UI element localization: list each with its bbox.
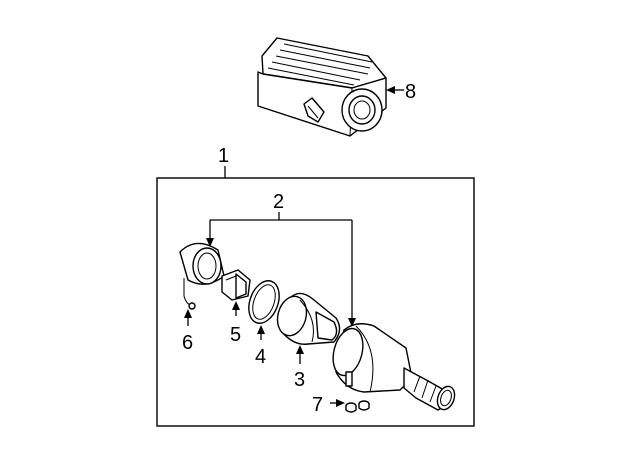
assembly-box [156,177,475,427]
callout-4-label: 4 [255,346,266,368]
callout-8-label: 8 [405,81,416,103]
callout-2: 2 [206,191,356,327]
part-3-filter-element [276,292,341,364]
callout-7-label: 7 [312,394,323,416]
callout-5-label: 5 [230,324,241,346]
callout-1-label: 1 [218,145,229,167]
part-4-seal-ring [248,280,280,340]
callout-8: 8 [386,81,416,103]
callout-6-label: 6 [182,332,193,354]
part-7-grommets [330,399,370,413]
callout-2-label: 2 [273,191,284,213]
callout-1: 1 [218,145,229,178]
part-8-air-cleaner-housing [257,37,387,137]
callout-3-label: 3 [294,369,305,391]
part-5-bracket [221,269,251,316]
part-6-clamp [179,242,225,326]
part-2-duct-housing [332,323,456,411]
